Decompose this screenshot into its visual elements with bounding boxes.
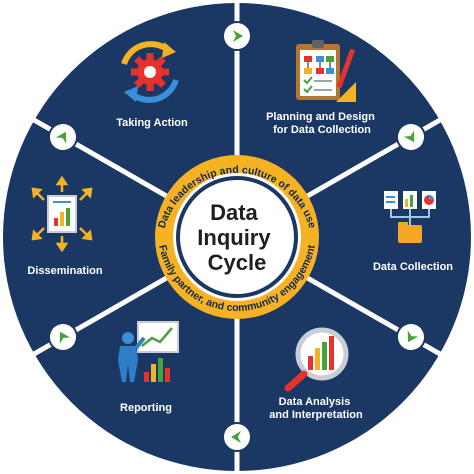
segment-label-line: Reporting	[120, 402, 172, 414]
center-title-line: Inquiry	[197, 225, 271, 250]
segment-label-line: Data Analysis	[279, 396, 351, 408]
segment-label-taking-action: Taking Action	[116, 117, 188, 129]
segment-label-line: Taking Action	[116, 117, 188, 129]
arrow-lower-right	[396, 322, 426, 352]
document-arrows-icon	[31, 175, 93, 253]
center-title: Data Inquiry Cycle	[197, 200, 276, 275]
segment-label-line: and Interpretation	[269, 409, 363, 421]
segment-label-line: for Data Collection	[273, 124, 371, 136]
spokes	[32, 3, 442, 471]
segment-label-planning-design: Planning and Design for Data Collection	[266, 111, 378, 136]
center-disc	[176, 176, 298, 298]
arrow-bottom	[222, 422, 252, 452]
arrow-upper-left	[48, 122, 78, 152]
segment-label-line: Planning and Design	[266, 111, 375, 123]
presenter-chart-icon	[118, 321, 179, 382]
cycle-arrows	[48, 21, 426, 452]
gear-cycle-icon	[121, 41, 179, 103]
clipboard-plan-icon	[296, 40, 356, 102]
segment-label-line: Dissemination	[27, 265, 102, 277]
documents-folder-icon	[384, 191, 436, 243]
segment-label-data-collection: Data Collection	[373, 261, 453, 273]
segment-label-dissemination: Dissemination	[27, 265, 102, 277]
arrow-lower-left	[48, 322, 78, 352]
arrow-upper-right	[396, 122, 426, 152]
center-title-line: Data	[210, 200, 258, 225]
arrow-top	[222, 21, 252, 51]
segment-label-line: Data Collection	[373, 261, 453, 273]
segment-label-data-analysis: Data Analysis and Interpretation	[269, 396, 363, 421]
magnified-chart-icon	[284, 327, 349, 392]
center-title-line: Cycle	[208, 250, 267, 275]
segment-label-reporting: Reporting	[120, 402, 172, 414]
